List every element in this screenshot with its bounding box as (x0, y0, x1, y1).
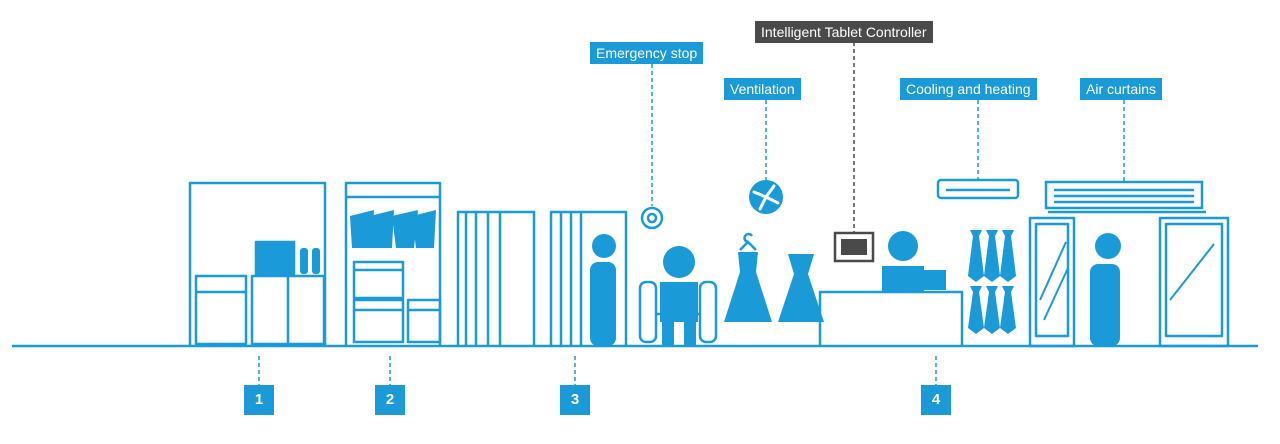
ventilation-fan-icon (749, 180, 783, 214)
ac-unit-icon (936, 178, 1020, 200)
checkout-counter (818, 290, 964, 346)
cooling-heating-label: Cooling and heating (900, 78, 1037, 100)
air-curtain-unit-icon (1044, 180, 1204, 210)
tablet-controller-label: Intelligent Tablet Controller (755, 21, 933, 43)
air-curtains-label: Air curtains (1080, 78, 1163, 100)
hanger-icon (739, 232, 757, 251)
staff-kitchen (188, 181, 327, 346)
dress-icon (778, 254, 824, 322)
stockroom-wardrobe (344, 181, 442, 346)
bottle-icon (300, 248, 308, 274)
zone-badge-3: 3 (560, 385, 590, 415)
fitting-rooms (456, 210, 628, 346)
tablet-controller-icon (833, 231, 875, 263)
person-icon (1090, 233, 1121, 346)
zone-badge-4: 4 (921, 385, 951, 415)
zone-badge-2: 2 (375, 385, 405, 415)
person-icon (660, 246, 698, 346)
microwave-icon (256, 242, 294, 274)
hanging-clothes-icon (350, 210, 436, 248)
bottle-icon (312, 248, 320, 274)
emergency-stop-button-icon (640, 206, 664, 230)
zone-badge-1: 1 (244, 385, 274, 415)
entrance-doors (1028, 210, 1230, 348)
tie-icon (968, 230, 1016, 334)
cash-register-icon (918, 270, 946, 290)
ventilation-label: Ventilation (724, 78, 801, 100)
emergency-stop-label: Emergency stop (590, 42, 704, 64)
person-icon (882, 231, 924, 292)
person-icon (590, 234, 616, 346)
dress-icon (724, 252, 772, 322)
